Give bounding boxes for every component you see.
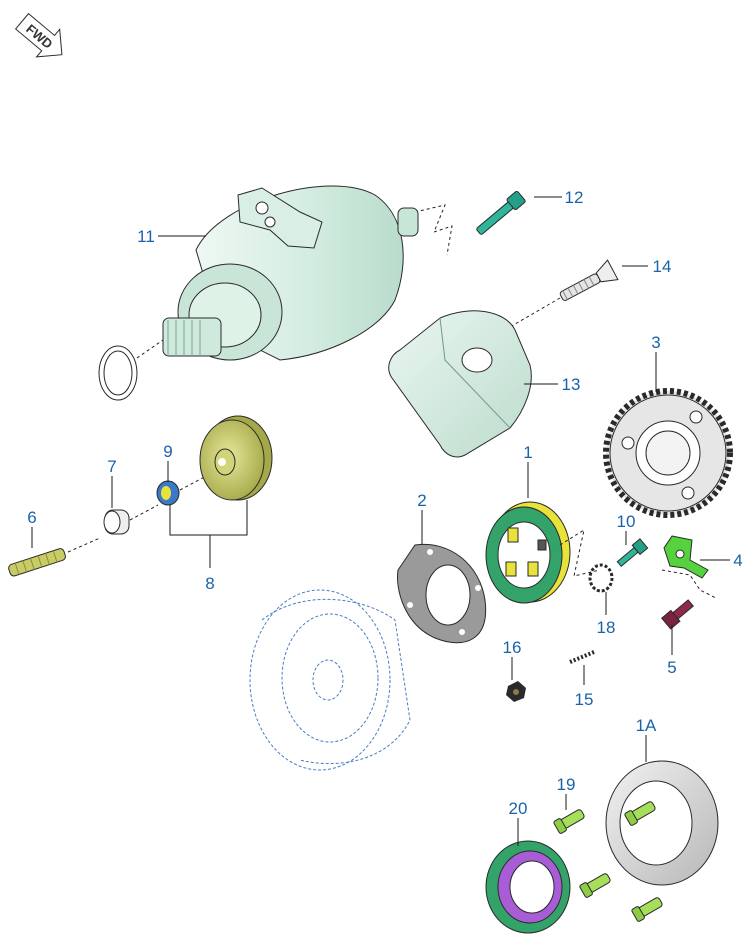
callout-19: 19 [557, 775, 576, 794]
screw-14-part [559, 259, 619, 301]
ring-gear-3-part [603, 388, 733, 518]
bushing-7-part [103, 509, 130, 535]
bolt-19-c [579, 873, 611, 898]
bushing-9-part [156, 480, 180, 506]
bolt-19-a [553, 809, 585, 834]
callout-9: 9 [163, 442, 172, 461]
callout-3: 3 [651, 333, 660, 352]
fwd-arrow-icon: FWD [14, 12, 63, 58]
pin-15-part [569, 650, 595, 664]
cover-13-part [388, 310, 532, 458]
callout-5: 5 [667, 658, 676, 677]
callout-2: 2 [417, 491, 426, 510]
callout-4: 4 [733, 551, 742, 570]
nut-16-part [506, 681, 526, 702]
washer-18-part [588, 563, 614, 593]
callout-1a: 1A [636, 716, 657, 735]
leader-lines [31, 196, 730, 846]
callout-10: 10 [617, 512, 636, 531]
callout-16: 16 [503, 638, 522, 657]
callout-14: 14 [653, 257, 672, 276]
bolt-19-d [631, 897, 663, 922]
callout-6: 6 [27, 508, 36, 527]
callout-7: 7 [107, 457, 116, 476]
bolt-12-part [476, 190, 526, 235]
callout-13: 13 [562, 375, 581, 394]
callout-20: 20 [509, 799, 528, 818]
bolt-5-part [661, 599, 695, 630]
callout-8: 8 [205, 574, 214, 593]
callout-18: 18 [597, 618, 616, 637]
clutch-cage-20-part [485, 840, 571, 934]
bolt-10-part [616, 538, 649, 568]
callout-1: 1 [523, 443, 532, 462]
gasket-2-part [396, 543, 487, 644]
weight-disk-8-part [199, 415, 273, 501]
bolt-6-part [8, 548, 66, 577]
bolt-19-b [624, 801, 656, 826]
one-way-clutch-1-part [485, 501, 601, 604]
bracket-4-part [661, 535, 717, 599]
callout-15: 15 [575, 690, 594, 709]
callout-labels: 11 12 14 13 3 1 2 10 4 18 5 16 15 6 7 9 … [27, 188, 742, 818]
callout-11: 11 [137, 227, 155, 246]
ring-1a-part [605, 760, 719, 886]
flywheel-magneto-outline [249, 589, 411, 771]
starter-motor-part [98, 185, 453, 401]
callout-12: 12 [565, 188, 584, 207]
